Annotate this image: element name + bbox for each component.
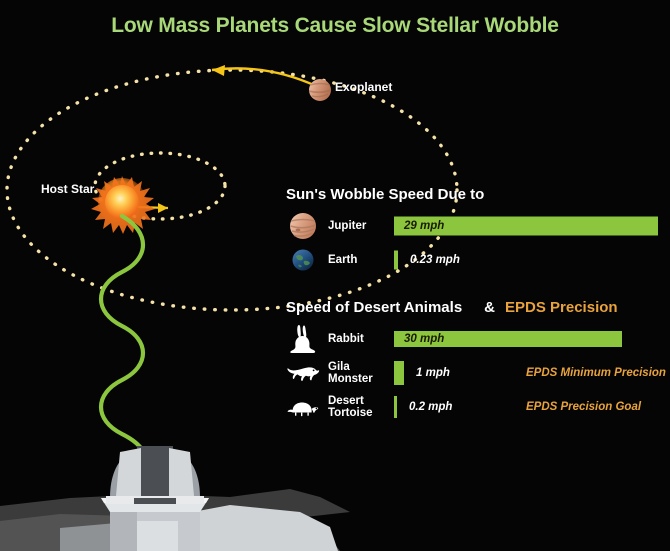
stellar-wobble-wave (98, 213, 148, 473)
row-label-jupiter: Jupiter (328, 219, 367, 232)
data-row-desert-tortoise: Desert Tortoise 0.2 mph EPDS Precision G… (286, 390, 658, 424)
row-label-rabbit: Rabbit (328, 332, 364, 345)
bar-value-earth: 0.23 mph (410, 254, 460, 266)
host-star-arrowhead-icon (158, 203, 168, 213)
data-panel: Sun's Wobble Speed Due to (286, 186, 666, 424)
row-label-gila-monster: Gila Monster (328, 360, 373, 386)
epds-note-desert-tortoise: EPDS Precision Goal (526, 401, 642, 413)
exoplanet-label: Exoplanet (335, 80, 393, 94)
bar-area-jupiter: 29 mph (394, 209, 658, 243)
data-row-gila-monster: Gila Monster 1 mph EPDS Minimum Precisio… (286, 356, 666, 390)
desert-tortoise-icon (286, 391, 320, 423)
exoplanet-orbit-path (5, 68, 459, 312)
row-label-earth: Earth (328, 253, 358, 266)
bar-gila-monster (394, 361, 404, 385)
observatory-icon (101, 446, 209, 551)
bar-area-rabbit: 30 mph (394, 322, 658, 356)
bar-desert-tortoise (394, 396, 397, 418)
row-label-desert-tortoise: Desert Tortoise (328, 394, 373, 420)
page-title: Low Mass Planets Cause Slow Stellar Wobb… (111, 14, 559, 37)
bar-earth (394, 250, 398, 270)
host-star-wobble-orbit-path (93, 151, 227, 221)
bar-value-rabbit: 30 mph (404, 333, 445, 345)
data-row-rabbit: Rabbit 30 mph (286, 322, 658, 356)
section-title-text-animals: Speed of Desert Animals (286, 299, 463, 316)
data-row-jupiter: Jupiter 29 mph (286, 209, 658, 243)
exoplanet-bands-icon (308, 82, 332, 98)
bar-area-earth: 0.23 mph (394, 243, 658, 277)
bar-jupiter (394, 216, 658, 236)
host-star-label: Host Star (41, 182, 95, 196)
section-title-text: Sun's Wobble Speed Due to (286, 186, 485, 203)
ampersand-separator: & (484, 299, 496, 316)
rabbit-icon (286, 323, 320, 355)
section-heading-animals: Speed of Desert Animals &EPDS Precision (286, 299, 658, 316)
bar-value-jupiter: 29 mph (404, 220, 445, 232)
epds-note-gila-monster: EPDS Minimum Precision (526, 367, 666, 379)
bar-area-gila-monster: 1 mph EPDS Minimum Precision (394, 356, 666, 390)
exoplanet-arrowhead-icon (212, 65, 225, 76)
bar-value-gila-monster: 1 mph (416, 367, 450, 379)
gila-monster-icon (286, 357, 320, 389)
earth-planet-icon (286, 244, 320, 276)
exoplanet-icon (309, 79, 331, 101)
section-heading-wobble: Sun's Wobble Speed Due to (286, 186, 658, 203)
epds-precision-label: EPDS Precision (505, 299, 618, 316)
exoplanet-direction-arrow (211, 67, 317, 88)
jupiter-planet-icon (286, 210, 320, 242)
host-star-icon (91, 176, 155, 234)
bar-value-desert-tortoise: 0.2 mph (409, 401, 453, 413)
data-row-earth: Earth 0.23 mph (286, 243, 658, 277)
bar-rabbit (394, 331, 622, 347)
bar-area-desert-tortoise: 0.2 mph EPDS Precision Goal (394, 390, 658, 424)
